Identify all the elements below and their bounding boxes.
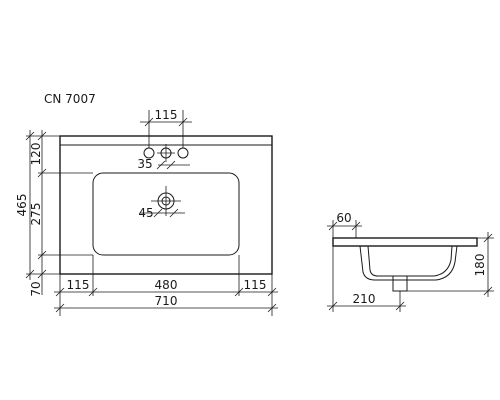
side-drain-pipe [392, 275, 408, 292]
dim-top-height: 120 [29, 143, 43, 166]
dim-rim: 60 [336, 211, 351, 225]
dim-tick [267, 303, 277, 313]
dim-tick [156, 160, 166, 170]
dim-tick [55, 303, 65, 313]
dim-tick [25, 131, 35, 141]
dim-tap-spacing: 115 [155, 108, 178, 122]
dim-tick [37, 250, 47, 260]
dim-tick [153, 208, 163, 218]
front-view: 115 35 45 465 120 275 70 [15, 108, 278, 316]
dim-tap-hole: 35 [137, 157, 152, 171]
dim-side-height: 180 [473, 254, 487, 277]
dim-total-height: 465 [15, 194, 29, 217]
dim-tick [169, 208, 179, 218]
dim-tick [144, 117, 154, 127]
dim-tick [483, 233, 493, 243]
dim-drain-offset: 210 [353, 292, 376, 306]
tap-hole-right [177, 147, 189, 159]
dim-tick [88, 287, 98, 297]
side-view: 60 180 210 [327, 211, 494, 312]
dim-tick [234, 287, 244, 297]
dim-tick [166, 160, 176, 170]
dim-right-margin: 115 [244, 278, 267, 292]
dim-total-width: 710 [155, 294, 178, 308]
dim-tick [395, 301, 405, 311]
dim-tick [328, 301, 338, 311]
dim-tick [483, 286, 493, 296]
dim-tick [351, 221, 361, 231]
dim-tick [178, 117, 188, 127]
dim-bottom-height: 70 [29, 281, 43, 296]
bowl-outline [92, 172, 240, 256]
dim-tick [37, 131, 47, 141]
dim-tick [37, 168, 47, 178]
side-top-slab [332, 237, 478, 247]
dim-bowl-width: 480 [155, 278, 178, 292]
dim-tick [267, 287, 277, 297]
dim-drain-hole: 45 [138, 206, 153, 220]
dim-bowl-height: 275 [29, 203, 43, 226]
dim-left-margin: 115 [67, 278, 90, 292]
dim-tick [55, 287, 65, 297]
model-title: CN 7007 [44, 92, 96, 106]
side-bowl-profile [359, 245, 458, 281]
basin-outline [59, 135, 273, 275]
side-bowl-inner [367, 245, 453, 277]
dim-tick [25, 269, 35, 279]
dim-tick [37, 269, 47, 279]
dim-tick [328, 221, 338, 231]
